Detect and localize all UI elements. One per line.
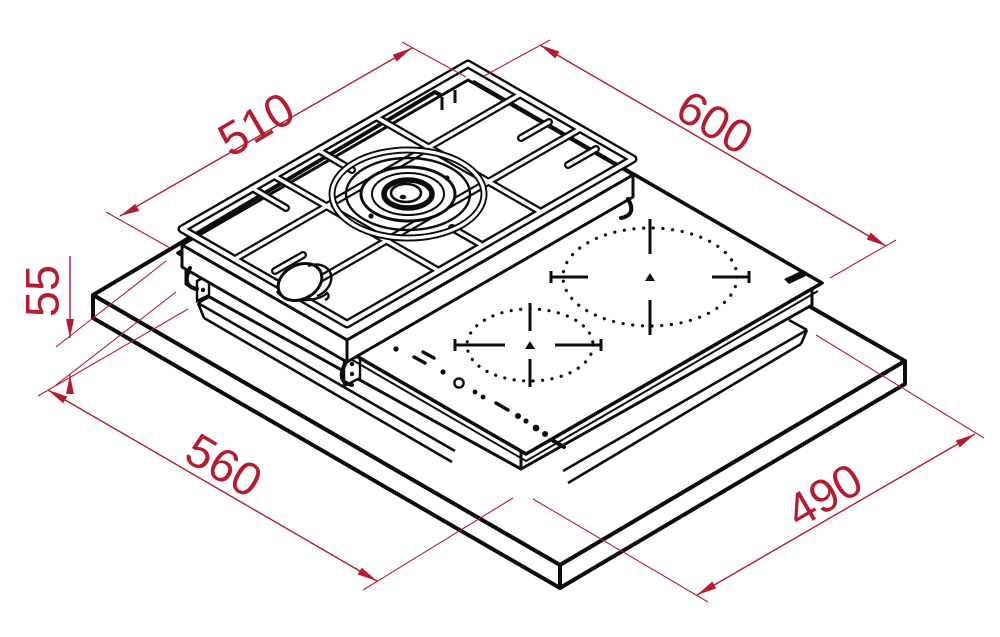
burner-cap	[389, 182, 423, 204]
thermocouple-icon	[444, 175, 450, 181]
dim-55-label: 55	[16, 265, 69, 317]
countertop-front-right-face	[558, 359, 907, 590]
zone-center-mark	[525, 341, 535, 349]
control-knob	[275, 262, 333, 302]
cutout-edge-right	[562, 328, 808, 473]
bracket-screw-icon	[349, 361, 355, 367]
brand-mark-right	[784, 271, 806, 284]
zone-center-mark	[645, 273, 655, 281]
cutout-stub-right	[788, 318, 808, 332]
gas-tray-right-face	[345, 173, 635, 364]
touch-controls	[393, 346, 566, 449]
countertop-cutout	[196, 291, 809, 485]
cutout-edge-left	[197, 301, 456, 453]
gas-burner	[359, 165, 457, 223]
igniter-icon	[368, 213, 374, 219]
dim-55: 55	[16, 256, 177, 394]
wok-ring	[328, 146, 488, 242]
cutout-wall-left	[203, 316, 453, 464]
induction-zone-large	[549, 219, 751, 335]
cutout-cap-right	[799, 329, 809, 345]
pan-support-legs	[184, 197, 634, 387]
bracket-screw-icon	[200, 287, 206, 293]
bracket-screw-icon	[349, 371, 355, 377]
cutout-cap-left	[196, 302, 206, 319]
induction-zone-small	[453, 303, 603, 387]
control-dial-icon	[453, 377, 465, 389]
induction-zone-crosshair	[549, 219, 751, 335]
pan-support-posts	[440, 90, 457, 110]
induction-zone-crosshair	[453, 303, 603, 387]
cutout-wall-right	[567, 342, 802, 485]
